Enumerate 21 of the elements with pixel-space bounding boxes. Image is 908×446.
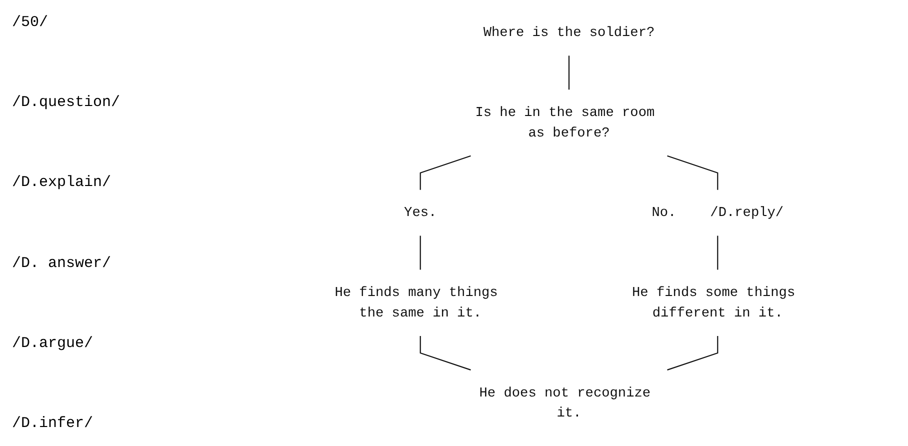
connector	[420, 236, 421, 270]
connector	[420, 155, 471, 190]
node-label: /D.reply/	[710, 205, 784, 220]
connector	[717, 236, 718, 270]
node-text: He finds some things different in it.	[632, 285, 796, 321]
connector	[420, 336, 471, 370]
node-text: Where is the soldier?	[483, 25, 655, 40]
node-text: Is he in the same room as before?	[475, 104, 655, 141]
connector	[667, 155, 718, 190]
row-label: /D.explain/	[12, 174, 112, 192]
node-text: Yes.	[404, 205, 437, 220]
node-text: He finds many things the same in it.	[334, 285, 498, 321]
row-label: /D.infer/	[12, 414, 94, 432]
connector	[568, 56, 570, 90]
connector	[667, 336, 718, 370]
row-label: /50/	[12, 14, 50, 31]
row-label: /D.argue/	[12, 334, 94, 352]
node-text: He does not recognize it.	[479, 385, 651, 421]
node-text: No.	[652, 205, 676, 220]
row-label: /D.question/	[12, 94, 122, 112]
row-label: /D. answer/	[12, 254, 112, 272]
